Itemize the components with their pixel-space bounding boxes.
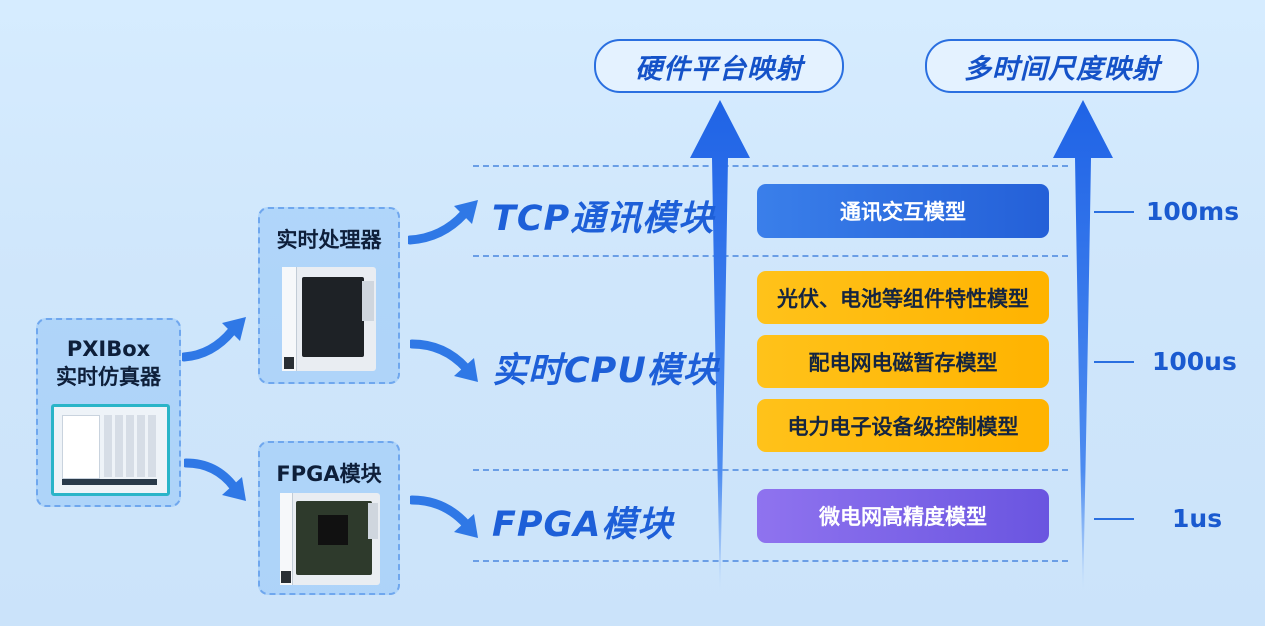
hardware-arrow-icon — [690, 100, 750, 595]
curve-arrow-icon — [408, 200, 478, 245]
model-micro-label: 微电网高精度模型 — [819, 505, 987, 529]
model-power: 电力电子设备级控制模型 — [757, 399, 1049, 452]
pxibox-title-line1: PXIBox — [66, 337, 151, 361]
tick-100us — [1094, 361, 1134, 363]
curve-arrow-icon — [184, 458, 246, 501]
curve-arrow-icon — [410, 339, 478, 382]
time-100ms: 100ms — [1146, 197, 1240, 226]
model-comm-label: 通讯交互模型 — [840, 200, 966, 224]
cpu-card: 实时处理器 — [258, 207, 400, 384]
model-power-label: 电力电子设备级控制模型 — [787, 414, 1019, 439]
tick-100ms — [1094, 211, 1134, 213]
cpu-card-title: 实时处理器 — [276, 228, 382, 252]
cpu-module-label: 实时CPU模块 — [492, 351, 719, 391]
fpga-module-label: FPGA模块 — [492, 505, 674, 545]
separator-line — [473, 255, 1068, 257]
curve-arrow-icon — [410, 495, 478, 538]
fpga-card: FPGA模块 — [258, 441, 400, 595]
pxibox-chassis-image — [51, 404, 170, 496]
model-micro: 微电网高精度模型 — [757, 489, 1049, 543]
pxibox-card: PXIBox 实时仿真器 — [36, 318, 181, 507]
pxibox-title-line2: 实时仿真器 — [56, 365, 161, 389]
fpga-card-title: FPGA模块 — [276, 462, 382, 486]
tick-1us — [1094, 518, 1134, 520]
fpga-board-image — [280, 493, 380, 585]
separator-line — [473, 560, 1068, 562]
curve-arrow-icon — [182, 317, 246, 362]
time-100us: 100us — [1152, 347, 1237, 376]
tcp-module-label: TCP通讯模块 — [492, 199, 715, 239]
model-pv-label: 光伏、电池等组件特性模型 — [777, 286, 1029, 311]
timescale-mapping-pill: 多时间尺度映射 — [925, 39, 1199, 93]
separator-line — [473, 469, 1068, 471]
model-grid-label: 配电网电磁暂存模型 — [808, 350, 998, 375]
model-pv: 光伏、电池等组件特性模型 — [757, 271, 1049, 324]
timescale-arrow-icon — [1053, 100, 1113, 595]
separator-line — [473, 165, 1068, 167]
hardware-mapping-label: 硬件平台映射 — [635, 53, 803, 85]
timescale-mapping-label: 多时间尺度映射 — [964, 53, 1160, 85]
model-comm: 通讯交互模型 — [757, 184, 1049, 238]
cpu-board-image — [282, 267, 376, 371]
model-grid: 配电网电磁暂存模型 — [757, 335, 1049, 388]
hardware-mapping-pill: 硬件平台映射 — [594, 39, 844, 93]
time-1us: 1us — [1172, 504, 1223, 533]
